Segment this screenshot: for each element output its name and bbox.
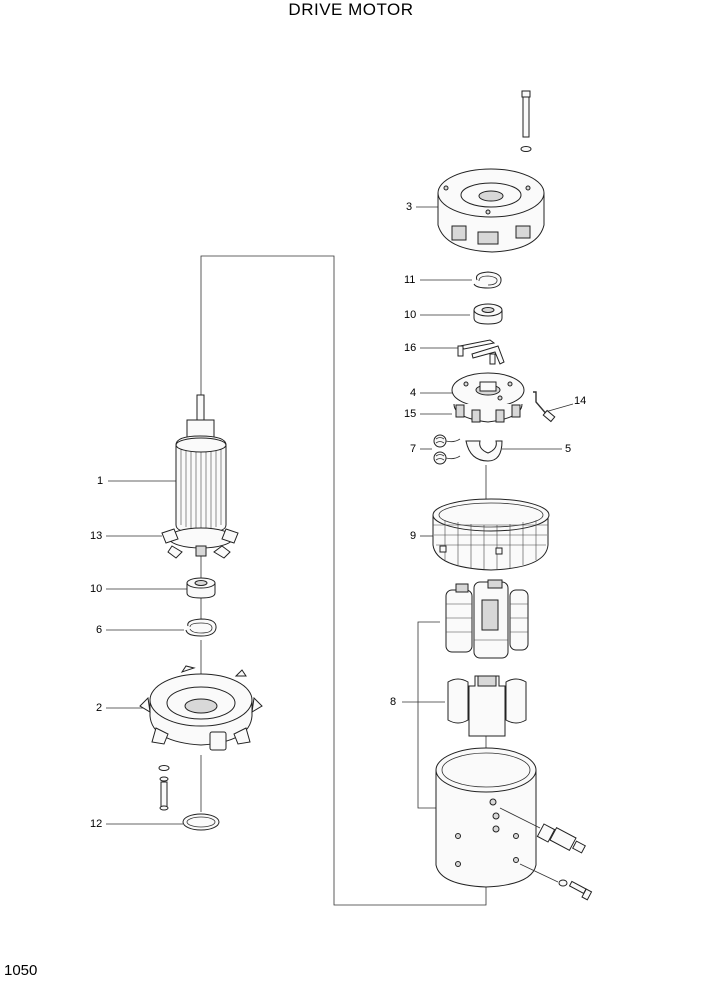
terminal-stud-part: [499, 807, 586, 854]
callout-13: 13: [90, 530, 103, 542]
bearing-lower-part: [186, 577, 216, 599]
cover-band-part: [432, 498, 550, 571]
callout-11: 11: [404, 274, 416, 286]
callout-1: 1: [97, 475, 104, 487]
bearing-upper-part: [473, 303, 503, 325]
callout-10-upper: 10: [404, 309, 417, 321]
brush-holder-part: [453, 403, 523, 423]
sensor-lead-part: [533, 391, 556, 423]
snap-ring-11-part: [473, 271, 502, 289]
end-frame-part: [139, 665, 263, 751]
callout-6: 6: [96, 624, 103, 636]
callout-2: 2: [96, 702, 103, 714]
fan-part: [161, 527, 239, 559]
field-coils-part: [445, 579, 529, 659]
callout-8: 8: [390, 696, 397, 708]
page-number: 1050: [4, 962, 38, 979]
callout-7: 7: [410, 443, 417, 455]
assembly-lines: [200, 255, 487, 906]
callout-12: 12: [90, 818, 103, 830]
o-ring-part: [182, 813, 220, 831]
callout-16: 16: [404, 342, 417, 354]
brush-plate-part: [451, 372, 525, 408]
armature-part: [175, 394, 227, 534]
snap-ring-6-part: [185, 618, 217, 637]
terminal-link-part: [457, 339, 505, 365]
callout-4: 4: [410, 387, 417, 399]
page-title: DRIVE MOTOR: [288, 0, 414, 19]
end-head-part: [437, 168, 545, 253]
callout-15: 15: [404, 408, 417, 420]
callout-3: 3: [406, 201, 413, 213]
field-poles-part: [447, 675, 527, 737]
callout-10-lower: 10: [90, 583, 103, 595]
brush-clip-part: [465, 440, 503, 462]
springs-part: [433, 434, 461, 465]
callout-5: 5: [565, 443, 572, 455]
frame-screw-part: [519, 863, 593, 901]
callout-9: 9: [410, 530, 417, 542]
callout-14: 14: [574, 395, 587, 407]
motor-frame-part: [435, 747, 537, 888]
end-head-bolt-part: [520, 90, 532, 152]
mounting-bolt-part: [158, 765, 170, 811]
